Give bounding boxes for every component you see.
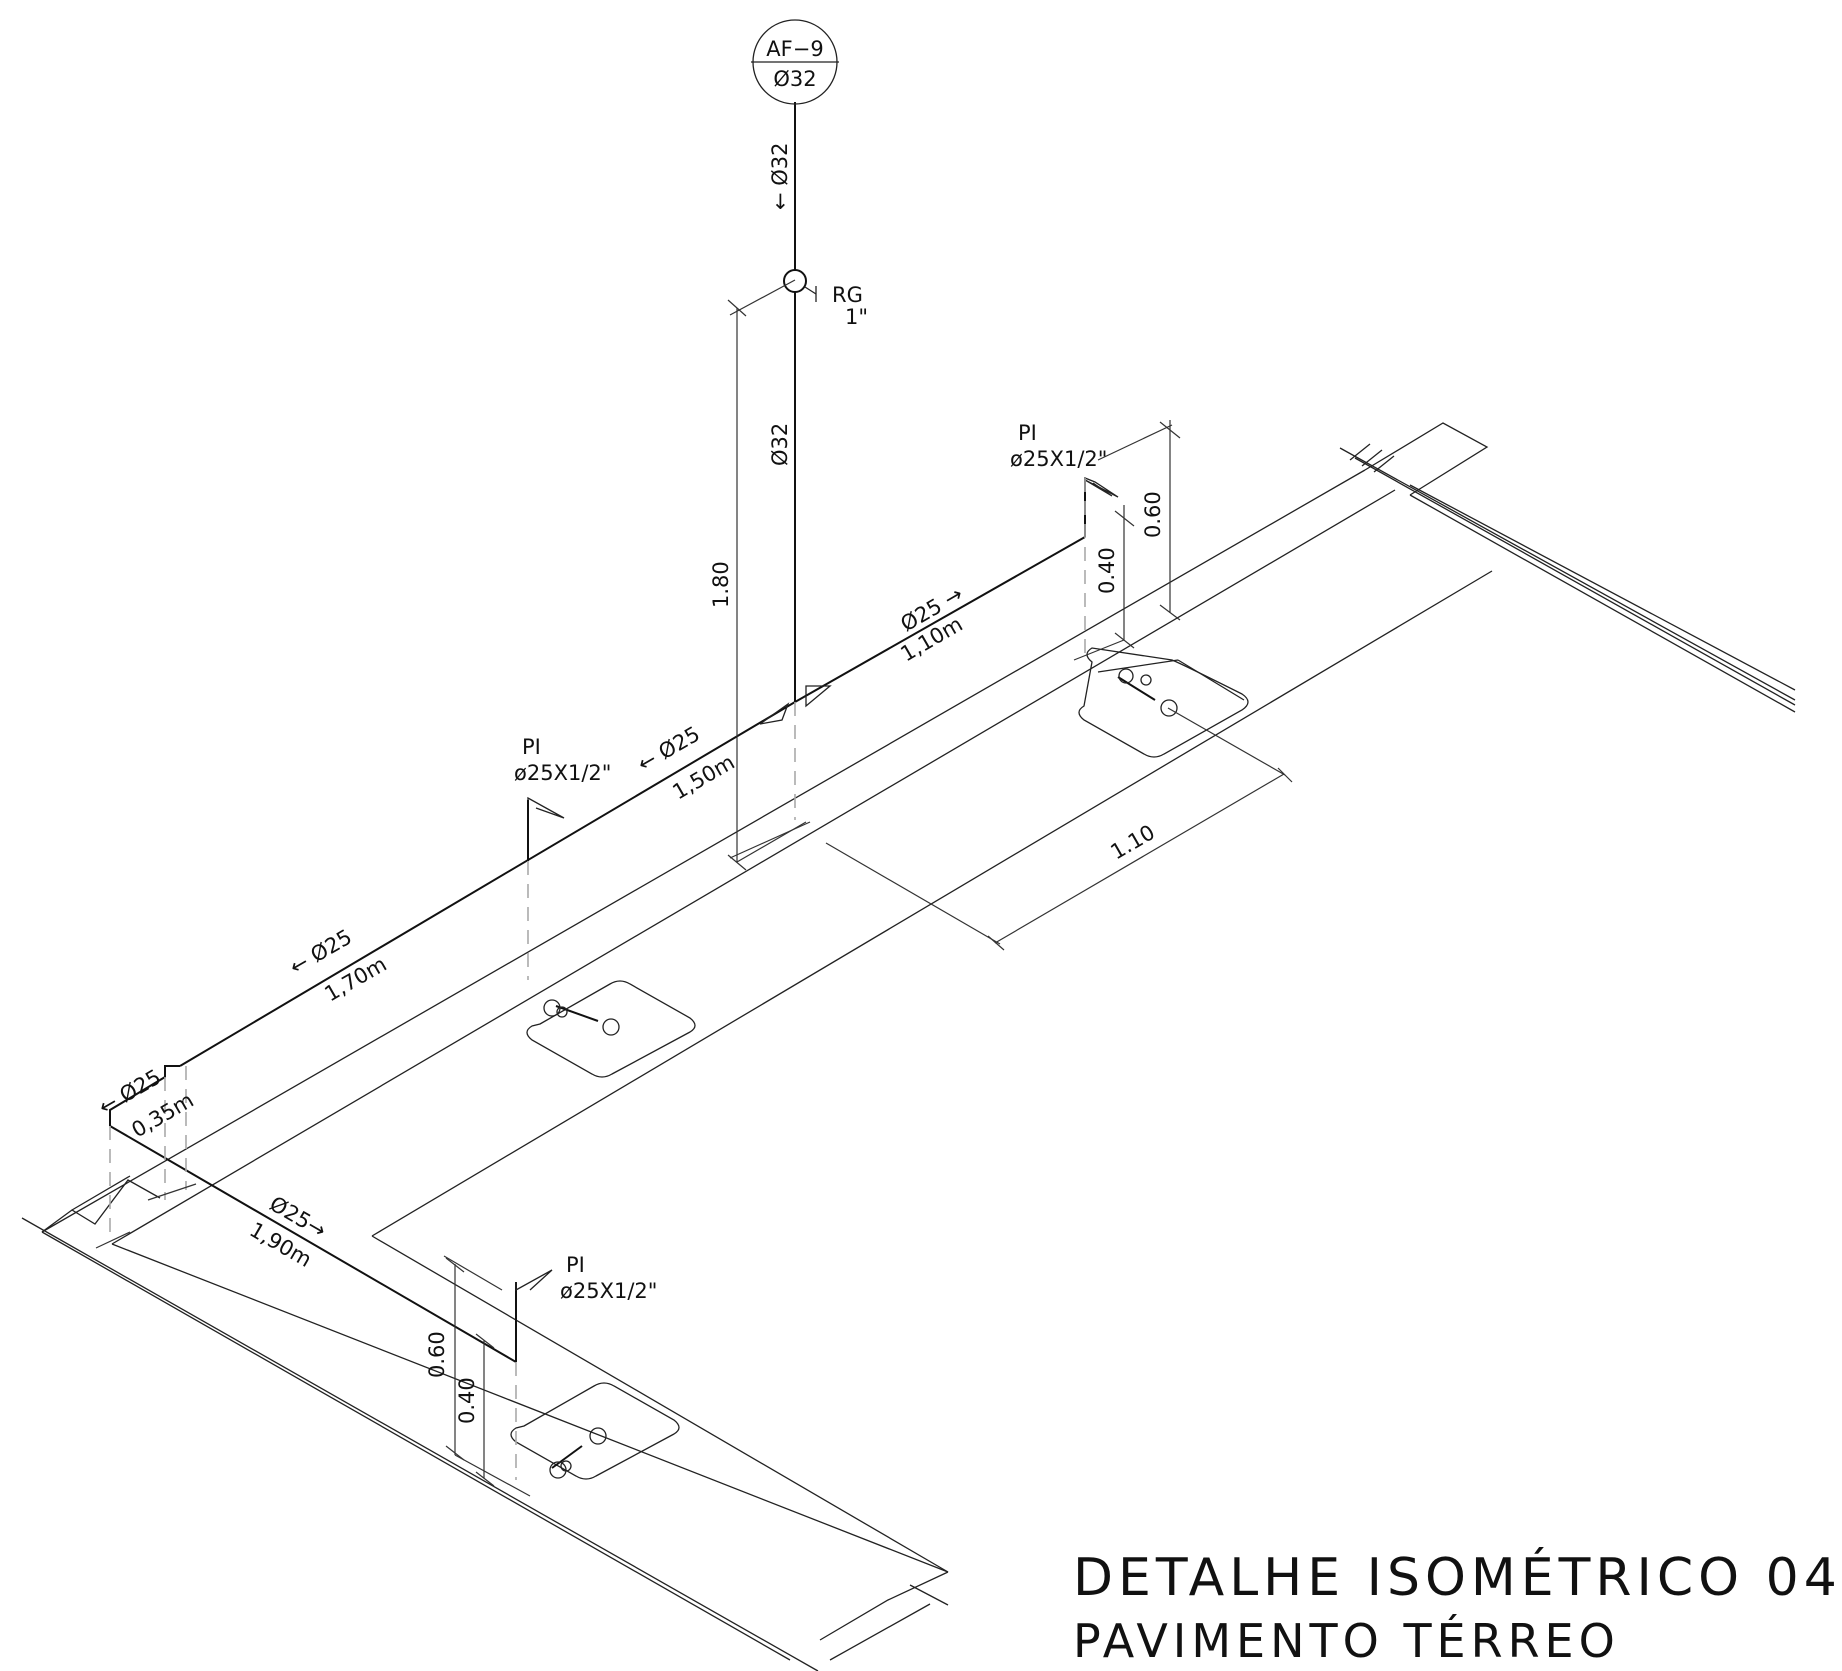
outlet-right-spec: ø25X1/2" [1010, 447, 1107, 471]
riser-tag-bottom: Ø32 [773, 67, 816, 91]
sink-middle [526, 980, 696, 1078]
middle-pipe-len: 1,50m [669, 750, 739, 804]
valve-label: RG [832, 283, 863, 307]
riser-height-dim: 1.80 [709, 561, 733, 608]
sink-right [1078, 647, 1249, 758]
sink-front [510, 1382, 680, 1480]
outlet-front-type: PI [566, 1253, 585, 1277]
right-inner-dim: 0.40 [1095, 547, 1119, 594]
drawing-title: DETALHE ISOMÉTRICO 04 [1073, 1548, 1842, 1608]
drawing-subtitle: PAVIMENTO TÉRREO [1073, 1614, 1620, 1668]
valve-symbol [783, 269, 817, 302]
riser-lower-label: Ø32 [768, 423, 792, 466]
outlet-flag-middle [527, 796, 565, 819]
outlet-flag-right [1084, 477, 1119, 498]
outlet-middle-spec: ø25X1/2" [514, 761, 611, 785]
sink-spacing-dim: 1.10 [1107, 820, 1160, 864]
labels: AF−9 Ø32 ← Ø32 RG 1" Ø32 1.80 PI ø25X1/2… [95, 37, 1166, 1424]
valve-size-label: 1" [845, 305, 868, 329]
projection-lines [109, 478, 1086, 1480]
wall-outline [21, 422, 1796, 1671]
riser-tag [751, 19, 839, 105]
pipe-network [109, 102, 1086, 1363]
left-pipe-len: 1,70m [321, 952, 391, 1006]
front-outer-dim: 0.60 [425, 1331, 449, 1378]
riser-upper-label: ← Ø32 [768, 142, 792, 210]
front-inner-dim: 0.40 [455, 1377, 479, 1424]
dimension-lines [95, 279, 1293, 1497]
right-outer-dim: 0.60 [1141, 491, 1165, 538]
outlet-flag-front [515, 1269, 553, 1292]
outlet-middle-type: PI [522, 735, 541, 759]
riser-tag-top: AF−9 [766, 37, 823, 61]
outlet-front-spec: ø25X1/2" [560, 1279, 657, 1303]
outlet-right-type: PI [1018, 421, 1037, 445]
isometric-drawing: AF−9 Ø32 ← Ø32 RG 1" Ø32 1.80 PI ø25X1/2… [21, 19, 1796, 1671]
tee-arrows [759, 685, 832, 725]
